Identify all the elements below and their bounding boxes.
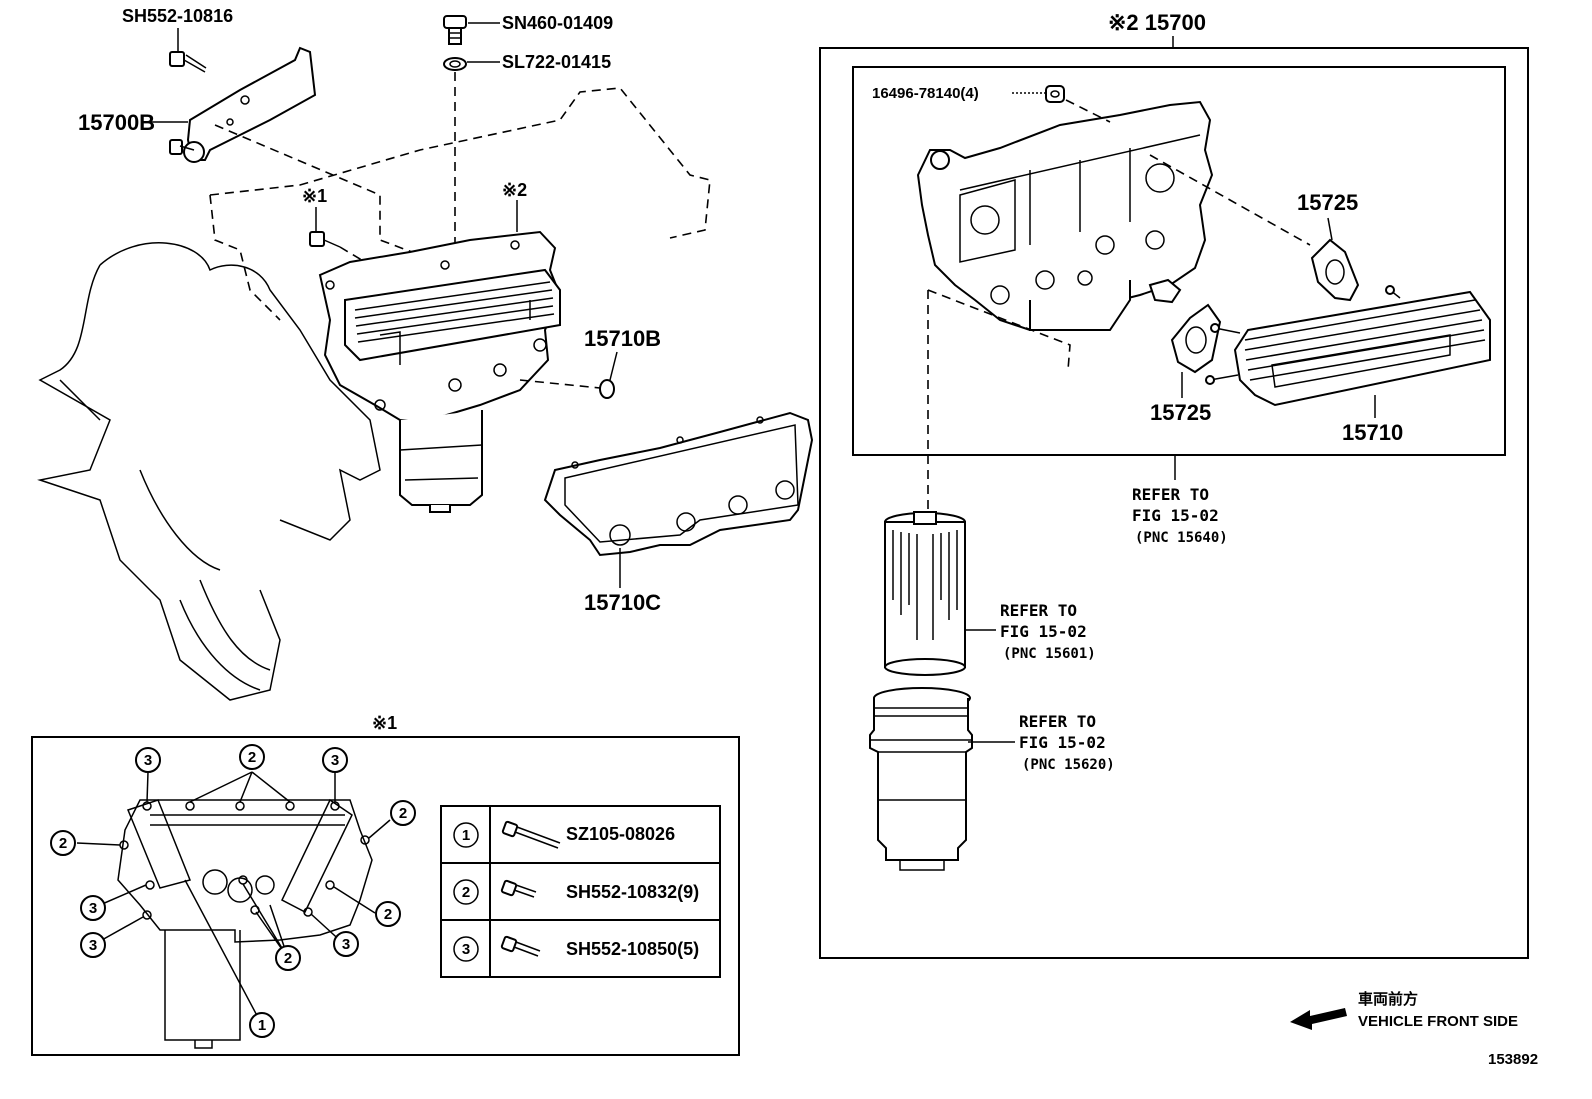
label-15700b: 15700B [78, 110, 155, 135]
gasket-sl722-01415 [443, 57, 467, 71]
svg-text:(PNC 15620): (PNC 15620) [1022, 757, 1115, 773]
nut-16496-78140 [1045, 85, 1065, 103]
front-label-jp: 車両前方 [1358, 990, 1418, 1008]
inset-callout-circle [135, 747, 161, 773]
engine-outline [37, 87, 711, 701]
bolt-lower-bracket [169, 139, 195, 155]
svg-text:2: 2 [462, 884, 470, 901]
inset-callout-circle [80, 932, 106, 958]
label-15710c: 15710C [584, 590, 661, 615]
svg-text:3: 3 [462, 941, 470, 958]
front-label-en: VEHICLE FRONT SIDE [1358, 1013, 1518, 1030]
svg-text:1: 1 [462, 827, 470, 844]
inset-callout-number: 3 [144, 752, 152, 769]
inset-callout-circle [333, 931, 359, 957]
gasket-15725-bottom [1170, 303, 1222, 374]
inset-callout-number: 3 [342, 936, 350, 953]
svg-text:(PNC 15601): (PNC 15601) [1003, 646, 1096, 662]
refer-15601: REFER TO FIG 15-02 (PNC 15601) [1000, 601, 1096, 662]
inset-callout-circle [50, 830, 76, 856]
label-sh552-10816: SH552-10816 [122, 6, 233, 26]
svg-text:(PNC 15640): (PNC 15640) [1135, 530, 1228, 546]
front-arrow-icon [1290, 1008, 1347, 1030]
inset-callout-number: 2 [384, 906, 392, 923]
oil-filter-cap [869, 687, 973, 871]
inset-callout-number: 2 [284, 950, 292, 967]
inset-callout-number: 2 [59, 835, 67, 852]
inset-callout-group: 3 2 3 2 2 3 2 3 3 2 1 [50, 744, 416, 1038]
o-ring-15710b [599, 379, 615, 399]
refer-15640: REFER TO FIG 15-02 (PNC 15640) [1132, 485, 1228, 546]
inset-callout-circle [390, 800, 416, 826]
inset-callout-circle [249, 1012, 275, 1038]
label-mark1: ※1 [302, 186, 327, 206]
inset-callout-circle [322, 747, 348, 773]
label-inset-mark1: ※1 [372, 713, 397, 733]
bracket-15700b [183, 46, 317, 163]
plug-sn460-01409 [443, 15, 467, 45]
label-15725-top: 15725 [1297, 190, 1358, 215]
bolt-part-2: SH552-10832(9) [566, 882, 699, 902]
inset-callout-circle [80, 895, 106, 921]
label-15725-bottom: 15725 [1150, 400, 1211, 425]
assembly-inner-box [852, 66, 1506, 456]
svg-text:REFER TO: REFER TO [1132, 485, 1209, 504]
label-sn460-01409: SN460-01409 [502, 13, 613, 33]
inset-cooler-housing [117, 798, 373, 1049]
bolt-row-2: 2 SH552-10832(9) [453, 879, 699, 905]
figure-id: 153892 [1488, 1051, 1538, 1068]
svg-text:REFER TO: REFER TO [1019, 712, 1096, 731]
assembly-outer-box [819, 47, 1529, 959]
label-assembly-15700: ※2 15700 [1108, 10, 1206, 35]
inset-callout-number: 1 [258, 1017, 266, 1034]
oil-cooler-assembly [318, 230, 562, 513]
label-mark2: ※2 [502, 180, 527, 200]
inset-callout-number: 2 [399, 805, 407, 822]
inset-callout-circle [239, 744, 265, 770]
oil-filter-element [884, 511, 966, 676]
cooler-cover-exploded [916, 100, 1214, 331]
inset-callout-circle [375, 901, 401, 927]
svg-text:FIG 15-02: FIG 15-02 [1132, 506, 1219, 525]
inset-callout-number: 3 [89, 937, 97, 954]
inset-callout-circle [275, 945, 301, 971]
bolt-row-3: 3 SH552-10850(5) [453, 935, 699, 962]
front-direction: 車両前方 VEHICLE FRONT SIDE [1290, 990, 1518, 1030]
bolt-part-1: SZ105-08026 [566, 824, 675, 844]
bolt-row-1: 1 SZ105-08026 [453, 820, 675, 849]
label-15710: 15710 [1342, 420, 1403, 445]
cooler-element-15710 [1205, 285, 1491, 407]
label-16496-78140: 16496-78140(4) [872, 85, 979, 102]
label-sl722-01415: SL722-01415 [502, 52, 611, 72]
svg-text:FIG 15-02: FIG 15-02 [1000, 622, 1087, 641]
bolt-mark1 [309, 231, 341, 248]
label-15710b: 15710B [584, 326, 661, 351]
inset-callout-number: 3 [89, 900, 97, 917]
inset-box [31, 736, 740, 1056]
bolt-table: 1 SZ105-08026 2 SH552-10832(9) 3 SH552-1… [440, 805, 721, 978]
inset-callout-number: 3 [331, 752, 339, 769]
gasket-15725-top [1310, 238, 1360, 302]
bolt-sh552-10816 [169, 51, 207, 73]
inset-callout-number: 2 [248, 749, 256, 766]
bolt-part-3: SH552-10850(5) [566, 939, 699, 959]
gasket-15710c [543, 411, 814, 557]
refer-15620: REFER TO FIG 15-02 (PNC 15620) [1019, 712, 1115, 773]
svg-text:REFER TO: REFER TO [1000, 601, 1077, 620]
svg-text:FIG 15-02: FIG 15-02 [1019, 733, 1106, 752]
